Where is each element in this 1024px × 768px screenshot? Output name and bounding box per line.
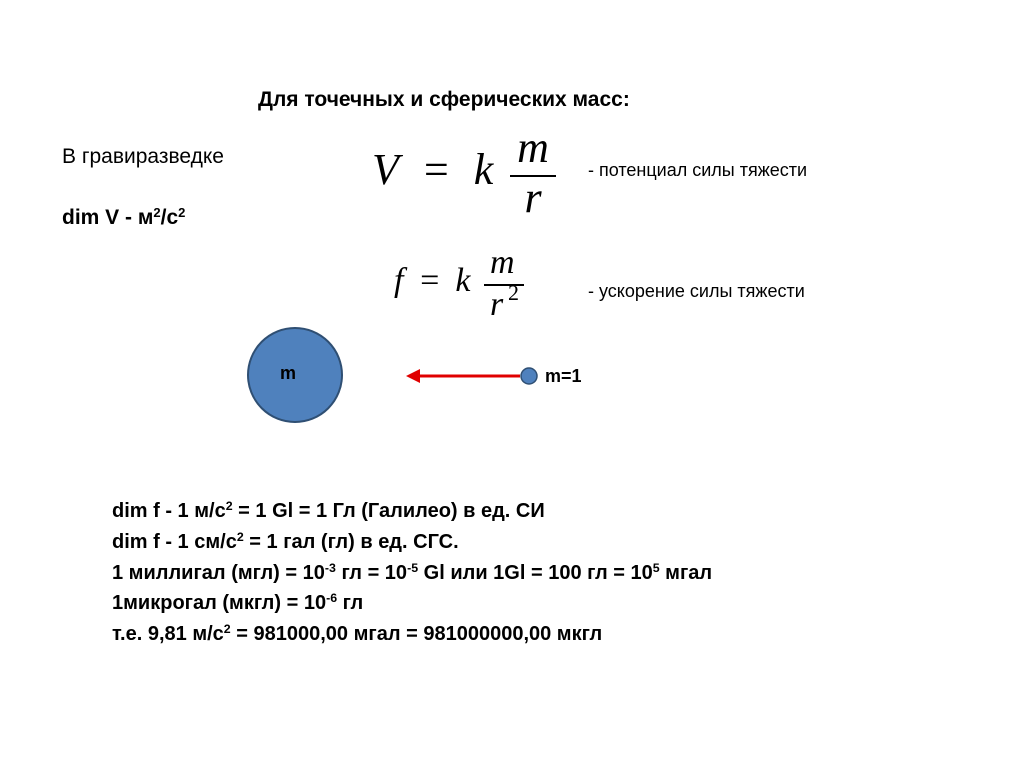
dim-v-exp1: 2 [153,204,161,220]
formula-potential-bar [510,175,556,177]
l1-a: dim f - 1 м/с [112,500,226,522]
dim-v-exp2: 2 [178,204,186,220]
l2-b: = 1 гал (гл) в ед. СГС. [243,530,459,553]
l5-sup: 2 [223,622,231,637]
formula-potential-numerator: m [517,123,549,172]
l3-sup-b: -5 [407,560,419,575]
page-title: Для точечных и сферических масс: [258,88,630,111]
formula-acceleration-denominator: r [490,286,504,323]
l3-sup-a: -3 [324,560,336,575]
l4-b: гл [337,592,364,615]
l4-a: 1микрогал (мкгл) = 10 [112,592,327,615]
formula-potential-denominator: r [524,173,542,222]
big-mass-circle [247,327,343,423]
l4-sup: -6 [326,591,338,606]
formula-acceleration-bar [484,284,524,286]
units-line-4: 1микрогал (мкгл) = 10-6 гл [112,588,712,619]
dim-v-text: dim V - м2/с2 [62,206,185,230]
l3-b: гл = 10 [335,561,408,584]
l1-b: = 1 Gl = 1 Гл (Галилео) в ед. СИ [232,500,545,522]
small-mass-circle [520,367,538,385]
formula-acceleration-lhs: f = k [394,262,471,299]
l5-b: = 981000,00 мгал = 981000000,00 мкгл [230,623,603,646]
dim-v-prefix: dim V - м [62,206,154,229]
units-line-2: dim f - 1 см/с2 = 1 гал (гл) в ед. СГС. [112,527,712,558]
units-line-5: т.е. 9,81 м/с2 = 981000,00 мгал = 981000… [112,619,712,650]
formula-acceleration-exponent: 2 [508,280,519,305]
units-line-3: 1 миллигал (мгл) = 10-3 гл = 10-5 Gl или… [112,558,712,589]
l3-c: Gl или 1Gl = 100 гл = 10 [418,561,653,584]
l3-d: мгал [659,561,713,584]
dim-v-mid: /с [160,206,179,229]
l2-sup: 2 [236,529,244,544]
potential-description: - потенциал силы тяжести [588,160,808,180]
force-arrow-head [406,369,420,383]
formula-potential-lhs: V = k [372,145,494,194]
units-block: dim f - 1 м/с2 = 1 Gl = 1 Гл (Галилео) в… [112,496,712,650]
l5-a: т.е. 9,81 м/с [112,623,224,646]
acceleration-description: - ускорение силы тяжести [588,281,805,301]
l1-sup: 2 [225,499,233,514]
small-mass-label: m=1 [545,366,582,386]
context-label: В гравиразведке [62,145,224,168]
big-mass-label: m [280,363,297,383]
l3-sup-c: 5 [652,560,660,575]
formula-acceleration-numerator: m [490,244,515,281]
units-line-1: dim f - 1 м/с2 = 1 Gl = 1 Гл (Галилео) в… [112,496,712,527]
l3-a: 1 миллигал (мгл) = 10 [112,561,325,584]
l2-a: dim f - 1 см/с [112,530,237,553]
